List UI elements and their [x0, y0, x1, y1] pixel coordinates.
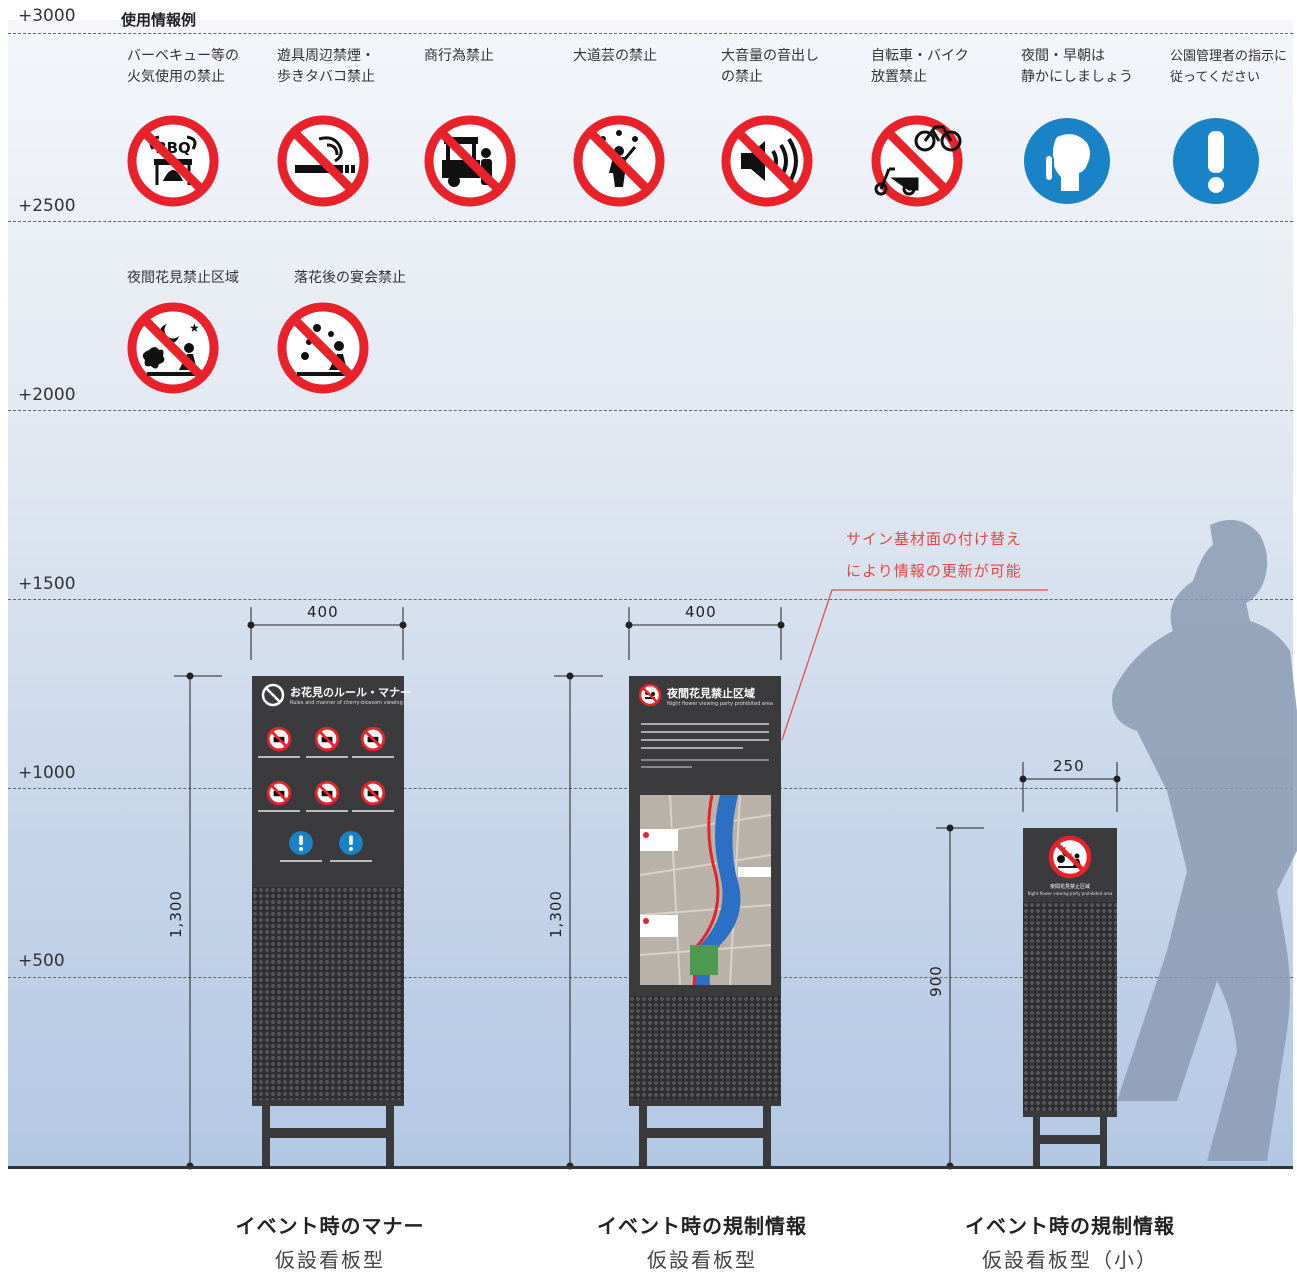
person-silhouette [1112, 519, 1297, 1161]
sign-1-perforated-base [252, 887, 404, 1100]
quiet-please-icon [1024, 118, 1110, 204]
level-line-2500 [8, 221, 1293, 222]
pictogram-label: 遊具周辺禁煙・ 歩きタバコ禁止 [277, 48, 375, 85]
sign-3-panel-title: 夜間花見禁止区域 [1049, 884, 1090, 890]
svg-text:★: ★ [189, 321, 200, 335]
sign-2-panel: 夜間花見禁止区域 Night flower viewing party proh… [629, 676, 781, 996]
sign-1-panel-title: お花見のルール・マナー [290, 686, 411, 699]
note-line-2: により情報の更新が可能 [846, 562, 1022, 580]
sign-2-map [640, 795, 771, 985]
level-line-2000 [8, 410, 1293, 411]
no-loud-sound-icon [721, 115, 813, 207]
pictogram-label: 大音量の音出し の禁止 [721, 48, 819, 85]
mini-icon-caption-line [258, 810, 300, 812]
sign-3-caption: イベント時の規制情報 [965, 1214, 1175, 1238]
sign-3-width-label: 250 [1053, 757, 1085, 775]
sign-2-legs [629, 1100, 781, 1166]
exclamation-icon [1173, 118, 1259, 204]
pictogram-label: 夜間花見禁止区域 [127, 270, 239, 286]
pictogram-label: 商行為禁止 [424, 48, 494, 64]
pictogram-label: バーベキュー等の 火気使用の禁止 [127, 48, 239, 85]
section-heading: 使用情報例 [121, 11, 197, 29]
sign-1-subcaption: 仮設看板型 [275, 1248, 385, 1272]
sign-1-caption: イベント時のマナー [235, 1214, 425, 1238]
sign-2-panel-subtitle: Night flower viewing party prohibited ar… [667, 701, 773, 707]
sign-1-panel-subtitle: Rules and manner of cherry-blossom viewi… [290, 700, 403, 706]
pictogram-label: 大道芸の禁止 [573, 48, 657, 64]
mini-icon-caption-line [352, 756, 394, 758]
no-bike-parking-icon [360, 780, 386, 806]
sign-2-panel-title: 夜間花見禁止区域 [667, 687, 755, 700]
level-line-1500 [8, 599, 1293, 600]
sign-2-perforated-base [629, 996, 781, 1100]
no-smoking-icon [314, 726, 340, 752]
no-night-viewing-icon [639, 684, 661, 706]
mini-icon-caption-line [258, 756, 300, 758]
level-label-1500: +1500 [18, 574, 76, 594]
no-bike-parking-icon [871, 115, 963, 207]
level-label-1000: +1000 [18, 763, 76, 783]
no-street-performance-icon [266, 780, 292, 806]
mini-icon-caption-line [330, 860, 372, 862]
sign-3-subcaption: 仮設看板型（小） [982, 1248, 1158, 1272]
mini-icon-caption-line [306, 810, 348, 812]
sign-3-panel: 夜間花見禁止区域 Night flower viewing party proh… [1023, 828, 1117, 902]
no-vending-cart-icon [424, 115, 516, 207]
ground-line [8, 1166, 1293, 1169]
no-party-after-blossom-icon [277, 302, 369, 394]
pictogram-label: 自転車・バイク 放置禁止 [871, 48, 969, 85]
exclamation-icon [339, 831, 363, 855]
sign-1-width-label: 400 [307, 603, 339, 621]
level-line-3000 [8, 33, 1293, 34]
no-night-viewing-icon: ★ [127, 302, 219, 394]
no-street-performance-icon [573, 115, 665, 207]
no-night-viewing-icon [1048, 835, 1092, 879]
no-loud-sound-icon [314, 780, 340, 806]
sign-2-body-text [641, 720, 769, 773]
pictogram-label: 公園管理者の指示に 従ってください [1170, 49, 1288, 85]
level-label-3000: +3000 [18, 6, 76, 26]
sign-2-caption: イベント時の規制情報 [597, 1214, 807, 1238]
sign-1-panel: お花見のルール・マナー Rules and manner of cherry-b… [252, 676, 411, 887]
no-bbq-icon: BBQ [127, 115, 219, 207]
sign-3-perforated-base [1023, 902, 1117, 1111]
sign-1-legs [252, 1100, 404, 1166]
sign-3-height-label: 900 [927, 965, 945, 997]
level-label-500: +500 [18, 951, 65, 971]
mini-icon-caption-line [306, 756, 348, 758]
sign-3-legs [1023, 1111, 1117, 1166]
pictogram-label: 夜間・早朝は 静かにしましょう [1021, 48, 1133, 85]
pictogram-label: 落花後の宴会禁止 [294, 270, 406, 286]
level-label-2500: +2500 [18, 196, 76, 216]
prohibition-icon [261, 683, 285, 707]
mini-icon-caption-line [352, 810, 394, 812]
no-bbq-icon [266, 726, 292, 752]
no-vending-cart-icon [360, 726, 386, 752]
sign-2-subcaption: 仮設看板型 [647, 1248, 757, 1272]
no-smoking-icon [277, 115, 369, 207]
sign-2-width-label: 400 [685, 603, 717, 621]
mini-icon-caption-line [280, 860, 322, 862]
note-line-1: サイン基材面の付け替え [846, 530, 1023, 548]
level-label-2000: +2000 [18, 385, 76, 405]
quiet-please-icon [289, 831, 313, 855]
sign-3-panel-subtitle: Night flower viewing party prohibited ar… [1027, 891, 1113, 896]
